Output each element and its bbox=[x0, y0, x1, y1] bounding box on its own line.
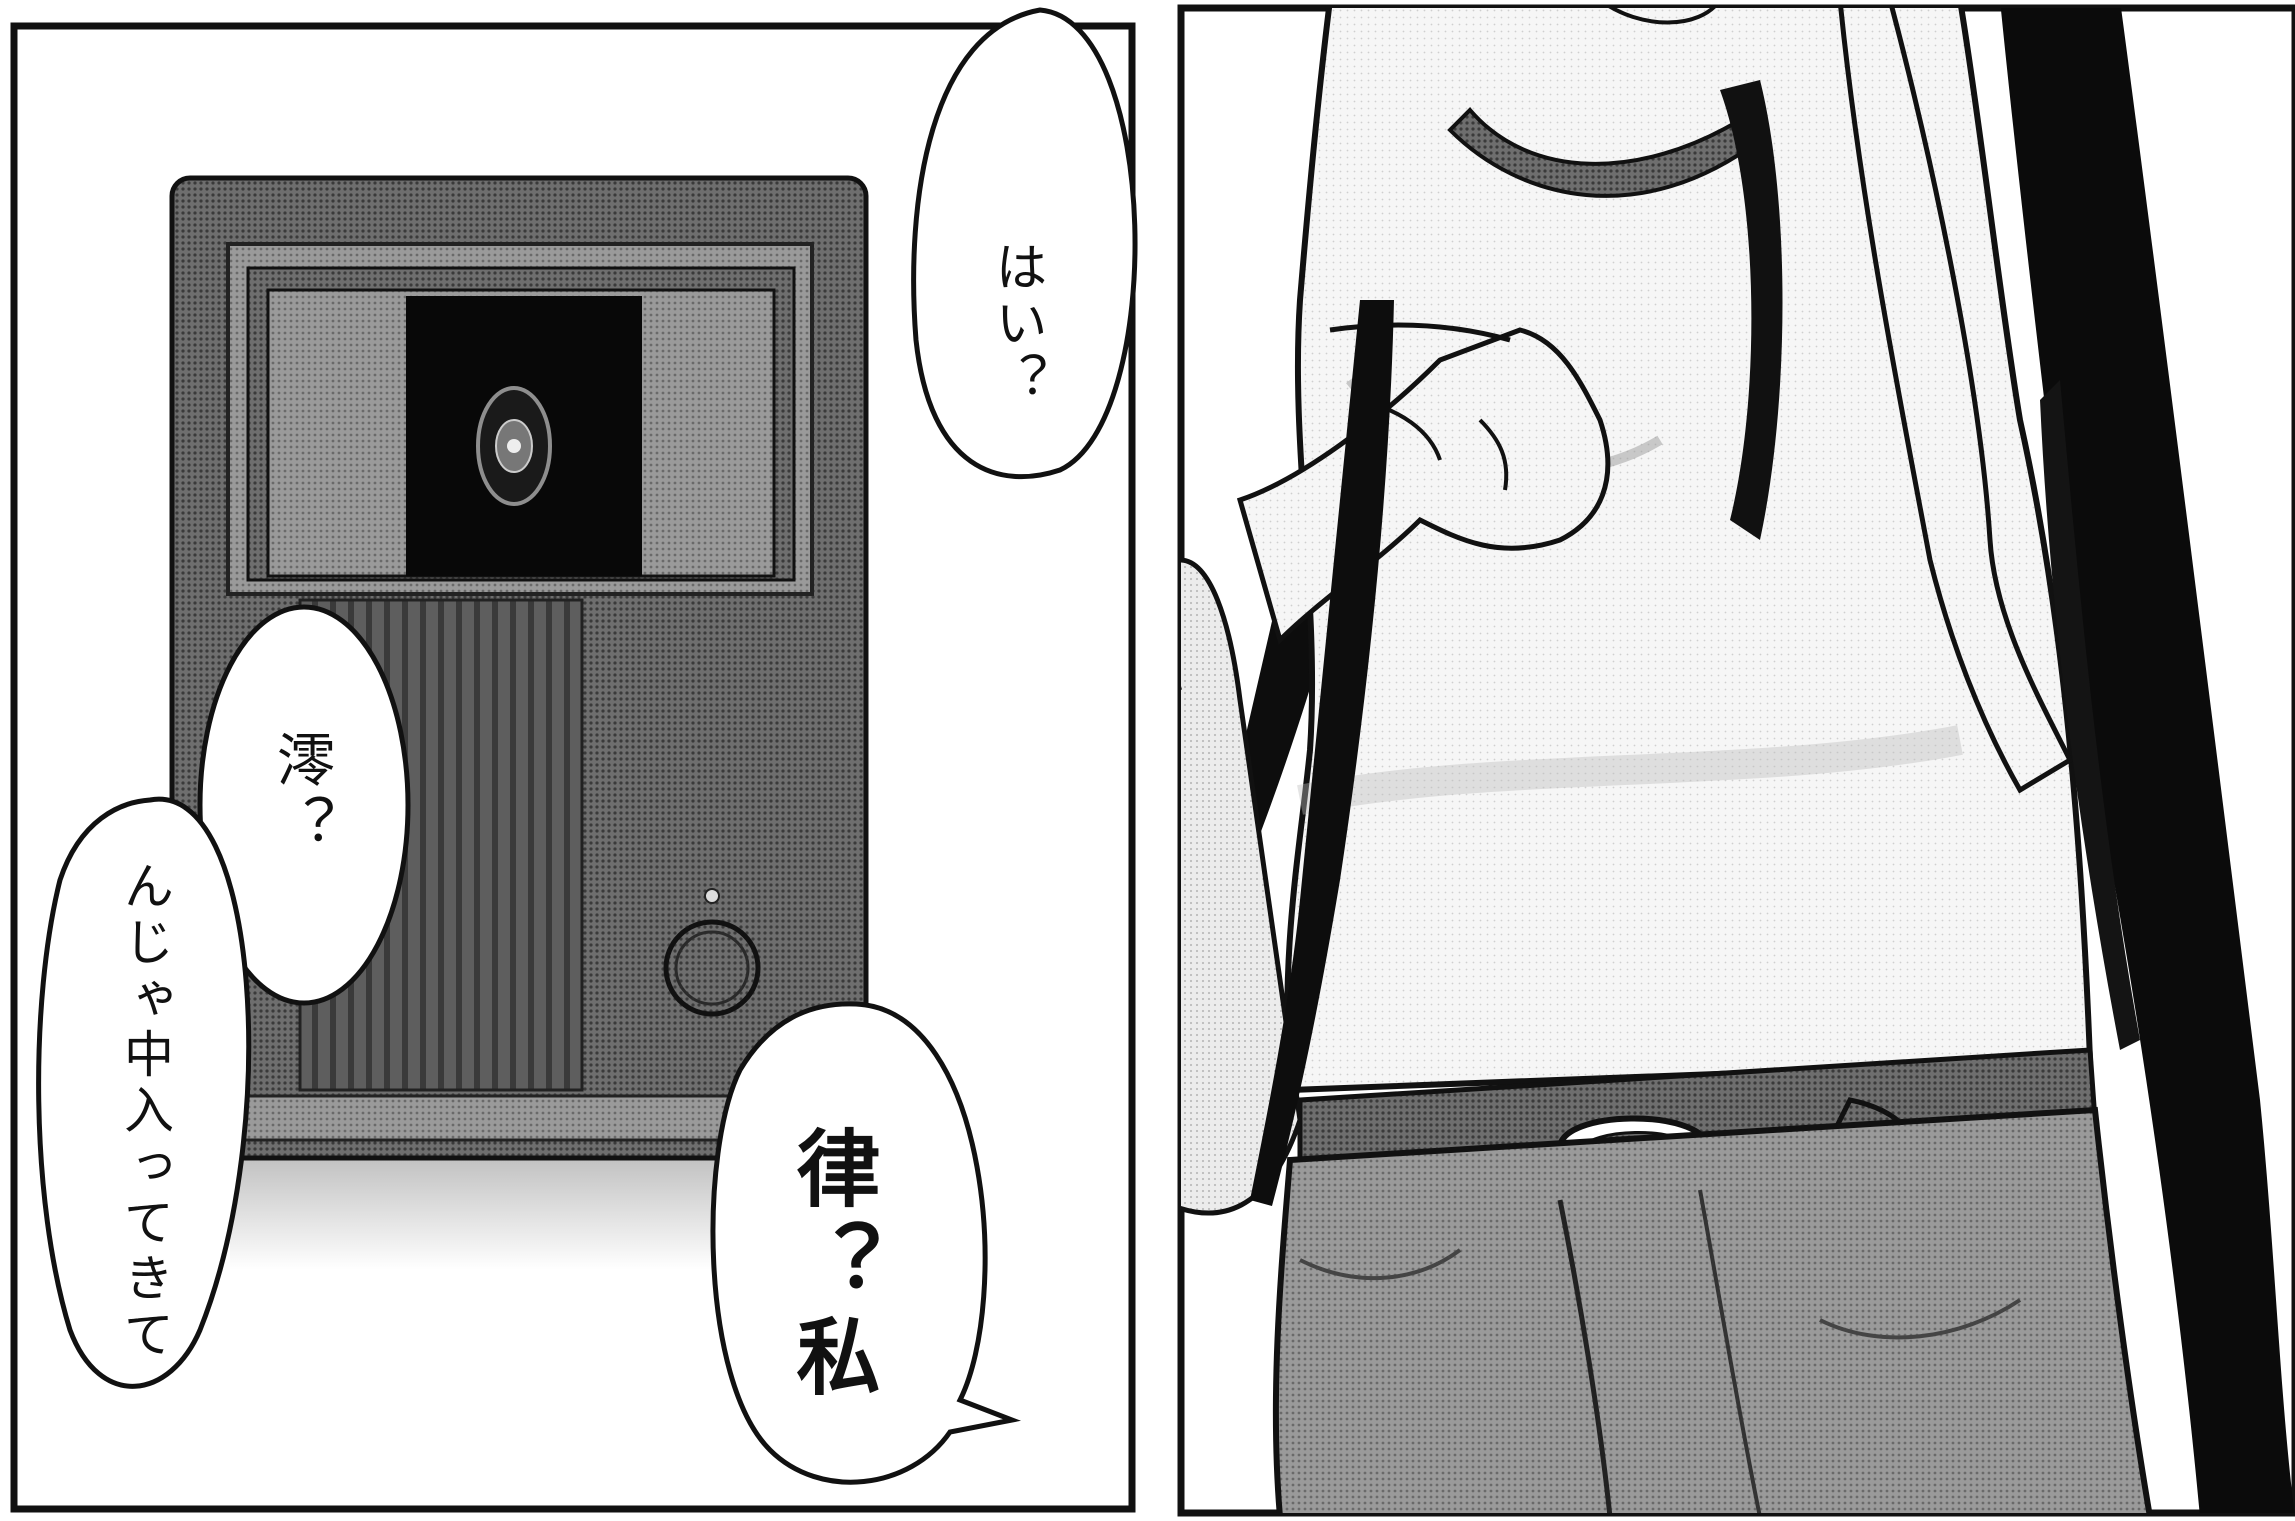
status-led bbox=[704, 888, 720, 904]
bubble-text-hai: はい？ bbox=[986, 240, 1046, 408]
bubble-text-mio: 澪？ bbox=[267, 730, 335, 858]
speech-bubble-ritsu bbox=[710, 1001, 1022, 1485]
girl-figure bbox=[1181, 8, 2295, 1513]
speech-bubble-nja bbox=[36, 796, 252, 1389]
bubble-text-nja: んじゃ中入ってきて bbox=[116, 860, 174, 1364]
left-panel bbox=[10, 7, 1138, 1513]
hand bbox=[1236, 327, 1611, 645]
bubble-text-ritsu: 律？私 bbox=[783, 1125, 882, 1407]
speech-bubble-mio bbox=[197, 604, 411, 1006]
speech-bubble-hai bbox=[911, 7, 1138, 480]
right-panel bbox=[1177, 4, 2295, 1517]
call-button bbox=[663, 919, 761, 1017]
jeans bbox=[1272, 1106, 2153, 1513]
